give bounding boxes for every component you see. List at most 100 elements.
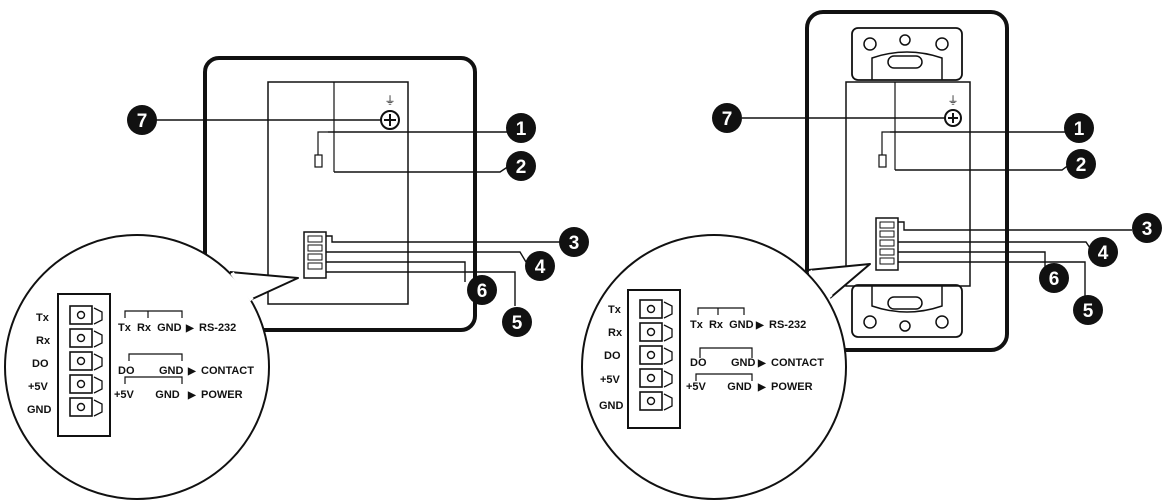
right-pin-label-tx: Tx: [608, 304, 622, 316]
right-terminal-slot: [879, 248, 895, 256]
svg-text:1: 1: [516, 119, 527, 140]
left-bus-label-power: POWER: [201, 389, 243, 401]
left-wallplate-diagram: ⏚ 7 1 2 3: [4, 56, 589, 500]
svg-text:4: 4: [535, 257, 546, 278]
right-callout-4: 4: [1088, 237, 1118, 267]
left-callout-7: 7: [127, 105, 157, 135]
left-switch-lead: [317, 131, 328, 155]
left-bracket-contact: [128, 353, 183, 361]
left-pin-label-do: DO: [32, 358, 49, 370]
right-bracket-power: [695, 373, 753, 381]
left-module-body: [267, 81, 409, 305]
left-leader-2: [334, 163, 513, 173]
right-leader-2: [895, 163, 1071, 171]
svg-text:7: 7: [722, 109, 733, 130]
left-callout-1: 1: [506, 113, 536, 143]
right-leader-5: [898, 261, 1086, 296]
right-switch-lead: [881, 131, 890, 155]
left-bus-label-contact: CONTACT: [201, 365, 254, 377]
right-bracket-rs232: [697, 307, 745, 315]
left-terminal-slot: [307, 235, 323, 243]
right-dip-switch: [878, 154, 887, 168]
right-callout-1: 1: [1064, 113, 1094, 143]
right-terminal-slot: [879, 221, 895, 229]
left-bus-arrow-rs232-icon: ▶: [185, 323, 195, 334]
svg-text:3: 3: [1142, 219, 1153, 240]
left-terminal-slot: [307, 253, 323, 261]
left-callout-3: 3: [559, 227, 589, 257]
right-bus-pins-power: +5V GND: [686, 381, 752, 393]
left-terminal-slot: [307, 262, 323, 270]
left-bus-pins-power: +5V GND: [114, 389, 180, 401]
right-leader-6: [898, 251, 1046, 268]
right-bracket-contact: [699, 347, 753, 358]
right-module-body: [845, 81, 971, 287]
right-terminal-block: [875, 217, 899, 271]
right-top-mounting-ear: [851, 27, 963, 81]
svg-text:4: 4: [1098, 243, 1109, 264]
left-pin-label-5v: +5V: [28, 381, 49, 393]
svg-text:6: 6: [477, 281, 488, 302]
svg-text:1: 1: [1074, 119, 1085, 140]
right-bottom-mounting-ear: [851, 284, 963, 338]
left-bus-arrow-power-icon: ▶: [187, 390, 197, 401]
right-pin-label-do: DO: [604, 350, 621, 362]
right-terminal-slot: [879, 239, 895, 247]
right-connector-enlarged: [627, 289, 681, 429]
left-bus-pins-rs232: Tx Rx GND: [118, 322, 182, 334]
right-bus-pins-contact: DO GND: [690, 357, 755, 369]
left-callout-6: 6: [467, 275, 497, 305]
right-pin-label-5v: +5V: [600, 374, 621, 386]
left-leader-5: [326, 271, 516, 306]
left-bus-pins-contact: DO GND: [118, 365, 183, 377]
svg-text:5: 5: [512, 313, 523, 334]
right-bus-label-power: POWER: [771, 381, 813, 393]
right-callout-3: 3: [1132, 213, 1162, 243]
svg-text:2: 2: [1076, 155, 1087, 176]
left-leader-6: [326, 261, 466, 282]
right-bus-arrow-rs232-icon: ▶: [755, 320, 765, 331]
left-pin-label-tx: Tx: [36, 312, 50, 324]
left-faceplate-outline: [203, 56, 477, 332]
right-bus-label-rs232: RS-232: [769, 319, 806, 331]
left-bus-label-rs232: RS-232: [199, 322, 236, 334]
right-terminal-slot: [879, 257, 895, 265]
left-bubble-seam: [230, 271, 254, 302]
right-callout-5: 5: [1073, 295, 1103, 325]
right-callout-6: 6: [1039, 263, 1069, 293]
right-wallplate-diagram: ⏚ 7 1 2 3: [581, 10, 1162, 500]
svg-text:6: 6: [1049, 269, 1060, 290]
left-callout-5: 5: [502, 307, 532, 337]
left-pin-label-rx: Rx: [36, 335, 51, 347]
right-bus-arrow-contact-icon: ▶: [757, 358, 767, 369]
left-leader-3: [326, 235, 560, 243]
right-bubble-seam: [808, 269, 833, 299]
left-bracket-power: [124, 376, 183, 384]
right-leader-4: [898, 241, 1091, 249]
left-bus-arrow-contact-icon: ▶: [187, 366, 197, 377]
right-bus-pins-rs232: Tx Rx GND: [690, 319, 754, 331]
left-leader-4: [326, 251, 527, 263]
left-callout-2: 2: [506, 151, 536, 181]
right-faceplate-outline: [805, 10, 1009, 352]
svg-text:2: 2: [516, 157, 527, 178]
left-connector-slots: [69, 305, 103, 417]
right-pin-label-gnd: GND: [599, 400, 624, 412]
right-pin-label-rx: Rx: [608, 327, 623, 339]
right-bus-label-contact: CONTACT: [771, 357, 824, 369]
right-callout-2: 2: [1066, 149, 1096, 179]
left-bracket-rs232: [124, 310, 183, 318]
right-connector-slots: [639, 299, 673, 411]
svg-text:7: 7: [137, 111, 148, 132]
right-bus-arrow-power-icon: ▶: [757, 382, 767, 393]
left-terminal-slot: [307, 244, 323, 252]
left-pin-label-gnd: GND: [27, 404, 52, 416]
right-callout-7: 7: [712, 103, 742, 133]
svg-text:5: 5: [1083, 301, 1094, 322]
right-terminal-slot: [879, 230, 895, 238]
left-ground-symbol-icon: ⏚: [385, 94, 396, 107]
right-leader-3: [898, 221, 1132, 231]
left-dip-switch: [314, 154, 323, 168]
right-ground-symbol-icon: ⏚: [948, 94, 959, 107]
